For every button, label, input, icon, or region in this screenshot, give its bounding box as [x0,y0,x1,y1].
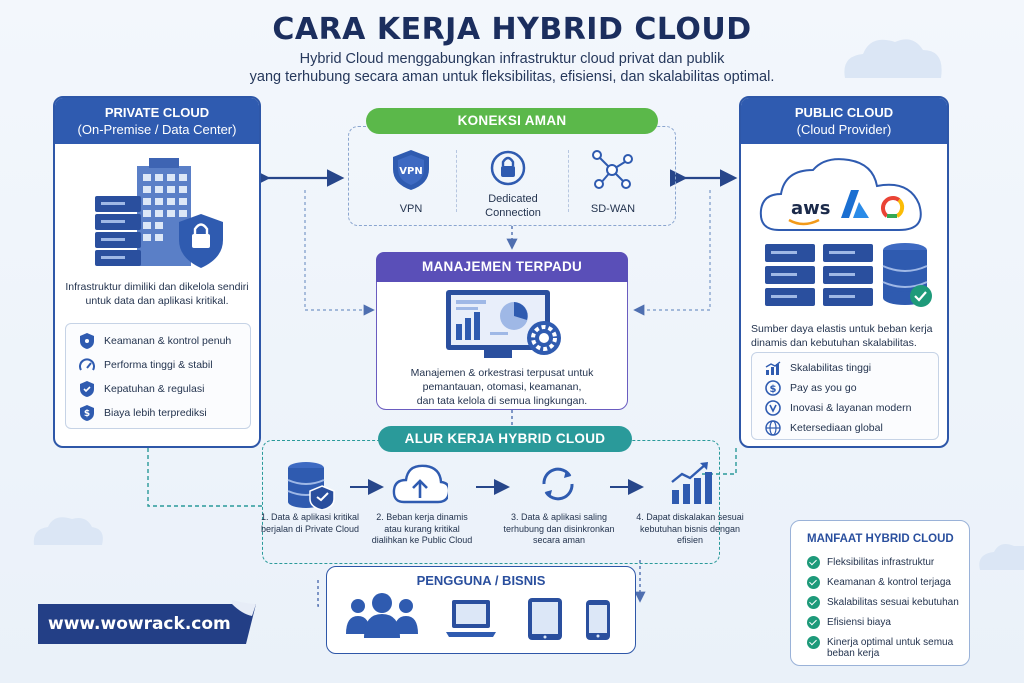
page-subtitle: Hybrid Cloud menggabungkan infrastruktur… [249,51,775,85]
management-description: Manajemen & orkestrasi terpusat untuk pe… [410,367,594,407]
dashboard-monitor-icon [446,290,561,358]
list-item: Efisiensi biaya [807,616,891,630]
private-cloud-features: Keamanan & kontrol penuh Performa tinggi… [65,323,251,429]
public-cloud-description: Sumber daya elastis untuk beban kerja di… [751,323,933,349]
workflow-step-2: 2. Beban kerja dinamis atau kurang kriti… [371,512,473,545]
list-item: $ Biaya lebih terprediksi [78,404,207,422]
public-cloud-features: Skalabilitas tinggi $ Pay as you go Inov… [751,352,939,440]
check-icon [807,636,820,649]
workflow-title: ALUR KERJA HYBRID CLOUD [378,426,632,452]
public-cloud-header: PUBLIC CLOUD (Cloud Provider) [741,98,947,144]
shield-icon [78,332,96,350]
list-item: Skalabilitas sesuai kebutuhan [807,596,959,610]
smartphone-icon [586,600,610,640]
cloud-upload-icon [392,464,448,504]
list-item: Skalabilitas tinggi [764,359,871,377]
brand-url[interactable]: www.wowrack.com [48,614,231,634]
dedicated-connection-label: Dedicated Connection [485,193,541,219]
tablet-icon [528,598,562,640]
cloud-providers-icon: aws [759,158,922,231]
sdwan-label: SD-WAN [590,203,636,215]
dollar-icon: $ [764,379,782,397]
check-icon [807,556,820,569]
lock-icon [490,150,526,186]
users-group-icon [346,593,418,638]
list-item: Kepatuhan & regulasi [78,380,204,398]
svg-text:VPN: VPN [399,166,422,177]
vpn-shield-icon: VPN [393,150,429,190]
check-icon [807,596,820,609]
list-item: Performa tinggi & stabil [78,356,213,374]
check-icon [807,616,820,629]
benefits-title: MANFAAT HYBRID CLOUD [807,533,954,545]
datacenter-building-icon [95,158,223,268]
list-item: Keamanan & kontrol penuh [78,332,231,350]
check-shield-icon [78,380,96,398]
private-cloud-description: Infrastruktur dimiliki dan dikelola send… [65,281,249,307]
decor-cloud-icon [844,39,942,78]
svg-text:$: $ [84,409,90,419]
growth-bars-icon [671,462,712,504]
users-title: PENGGUNA / BISNIS [416,573,546,588]
page-title: CARA KERJA HYBRID CLOUD [272,12,752,47]
management-title: MANAJEMEN TERPADU [376,252,628,282]
list-item: Inovasi & layanan modern [764,399,911,417]
check-icon [807,576,820,589]
list-item: Fleksibilitas infrastruktur [807,556,934,570]
list-item: Keamanan & kontrol terjaga [807,576,951,590]
server-storage-icon [765,243,932,307]
benefits-card: MANFAAT HYBRID CLOUD Fleksibilitas infra… [790,520,970,666]
workflow-step-4: 4. Dapat diskalakan sesuai kebutuhan bis… [636,512,744,545]
laptop-icon [446,600,496,637]
svg-text:aws: aws [791,198,831,219]
dollar-shield-icon: $ [78,404,96,422]
network-nodes-icon [592,150,633,189]
growth-chart-icon [764,359,782,377]
secure-connection-title: KONEKSI AMAN [366,108,658,134]
brand-banner[interactable]: www.wowrack.com [34,600,260,648]
vpn-label: VPN [399,203,423,215]
globe-icon [764,419,782,437]
sync-icon [542,467,574,501]
private-cloud-card: PRIVATE CLOUD (On-Premise / Data Center)… [53,96,261,448]
rocket-icon [764,399,782,417]
speedometer-icon [78,356,96,374]
workflow-step-1: 1. Data & aplikasi kritikal berjalan di … [260,512,360,534]
workflow-step-3: 3. Data & aplikasi saling terhubung dan … [503,512,615,545]
list-item: Ketersediaan global [764,419,883,437]
database-check-icon [287,462,335,510]
public-cloud-card: PUBLIC CLOUD (Cloud Provider) aws Sumber… [739,96,949,448]
private-cloud-header: PRIVATE CLOUD (On-Premise / Data Center) [55,98,259,144]
list-item: $ Pay as you go [764,379,857,397]
svg-text:$: $ [770,384,777,395]
